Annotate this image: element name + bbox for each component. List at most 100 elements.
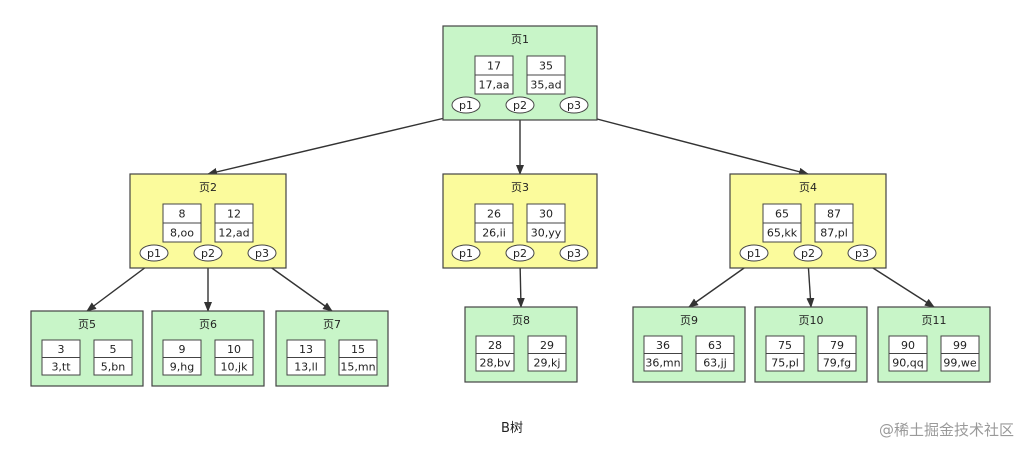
page-label: 页3 xyxy=(511,181,529,194)
pointer-ellipse xyxy=(247,244,277,262)
edge-p2-to-p7 xyxy=(261,260,333,312)
page-label: 页2 xyxy=(199,181,217,194)
pointer-p3: p3 xyxy=(559,244,589,262)
page-label: 页1 xyxy=(511,33,529,46)
pointer-p2: p2 xyxy=(793,244,823,262)
page-label: 页8 xyxy=(512,314,530,327)
pointer-ellipse xyxy=(451,96,481,114)
page-label: 页9 xyxy=(680,314,698,327)
pointer-p1: p1 xyxy=(451,244,481,262)
key-data: 29,kj xyxy=(534,356,561,369)
key-cell: 36 36,mn xyxy=(643,335,683,372)
pointer-label: p2 xyxy=(801,247,815,260)
edge-p1-to-p2 xyxy=(207,112,467,176)
key-cell: 3 3,tt xyxy=(41,339,81,376)
key-data: 28,bv xyxy=(480,356,511,369)
key-value: 90 xyxy=(901,339,915,352)
page-label: 页7 xyxy=(323,318,341,331)
pointer-label: p1 xyxy=(459,99,473,112)
pointer-label: p3 xyxy=(855,247,869,260)
pointer-ellipse xyxy=(451,244,481,262)
key-value: 12 xyxy=(227,208,241,221)
edges-layer xyxy=(86,112,935,312)
pointer-label: p1 xyxy=(147,247,161,260)
pointer-label: p1 xyxy=(459,247,473,260)
key-value: 3 xyxy=(58,343,65,356)
key-data: 3,tt xyxy=(51,360,71,373)
pointer-label: p2 xyxy=(513,99,527,112)
key-value: 65 xyxy=(775,208,789,221)
key-value: 9 xyxy=(179,343,186,356)
key-value: 35 xyxy=(539,60,553,73)
key-data: 35,ad xyxy=(530,79,561,92)
pointer-p1: p1 xyxy=(139,244,169,262)
page-label: 页6 xyxy=(199,318,217,331)
key-data: 15,mn xyxy=(340,360,375,373)
key-data: 8,oo xyxy=(170,227,194,240)
pointer-p2: p2 xyxy=(505,96,535,114)
key-data: 26,ii xyxy=(482,227,506,240)
key-cell: 65 65,kk xyxy=(762,203,802,243)
key-value: 13 xyxy=(299,343,313,356)
key-data: 9,hg xyxy=(170,360,194,373)
key-data: 36,mn xyxy=(645,356,680,369)
pointer-p3: p3 xyxy=(847,244,877,262)
key-data: 30,yy xyxy=(531,227,562,240)
diagram-caption: B树 xyxy=(501,421,523,436)
edge-p2-to-p5 xyxy=(86,260,155,312)
pointer-p2: p2 xyxy=(193,244,223,262)
key-value: 26 xyxy=(487,208,501,221)
key-cell: 29 29,kj xyxy=(527,335,567,372)
key-cell: 10 10,jk xyxy=(214,339,254,376)
key-data: 17,aa xyxy=(479,79,510,92)
key-value: 28 xyxy=(488,339,502,352)
key-cell: 9 9,hg xyxy=(162,339,202,376)
key-data: 65,kk xyxy=(767,227,798,240)
pointer-ellipse xyxy=(739,244,769,262)
key-cell: 55,bn xyxy=(93,339,133,376)
page-node-p5: 页5 3 3,tt 55,bn xyxy=(30,310,144,387)
page-node-p6: 页6 9 9,hg 10 10,jk xyxy=(151,310,265,387)
edge-p4-to-p10 xyxy=(806,260,815,308)
pointer-ellipse xyxy=(847,244,877,262)
pointer-ellipse xyxy=(505,96,535,114)
edge-p1-to-p4 xyxy=(573,112,809,176)
key-data: 10,jk xyxy=(221,360,249,373)
key-cell: 15 15,mn xyxy=(338,339,378,376)
pointer-ellipse xyxy=(559,244,589,262)
page-label: 页4 xyxy=(799,181,817,194)
pointer-p3: p3 xyxy=(559,96,589,114)
key-value: 36 xyxy=(656,339,670,352)
key-value: 63 xyxy=(708,339,722,352)
key-data: 75,pl xyxy=(771,356,799,369)
pointer-label: p3 xyxy=(255,247,269,260)
key-data: 13,ll xyxy=(294,360,318,373)
pointer-p3: p3 xyxy=(247,244,277,262)
watermark: @稀土掘金技术社区 xyxy=(878,421,1014,439)
key-value: 10 xyxy=(227,343,241,356)
pointer-p1: p1 xyxy=(739,244,769,262)
edge-p4-to-p11 xyxy=(861,260,935,308)
pointer-label: p2 xyxy=(201,247,215,260)
key-value: 15 xyxy=(351,343,365,356)
pointer-ellipse xyxy=(193,244,223,262)
page-node-p7: 页7 13 13,ll 15 15,mn xyxy=(275,310,389,387)
key-data: 79,fg xyxy=(823,356,851,369)
page-label: 页5 xyxy=(78,318,96,331)
pointer-p2: p2 xyxy=(505,244,535,262)
pointer-ellipse xyxy=(793,244,823,262)
key-value: 29 xyxy=(540,339,554,352)
